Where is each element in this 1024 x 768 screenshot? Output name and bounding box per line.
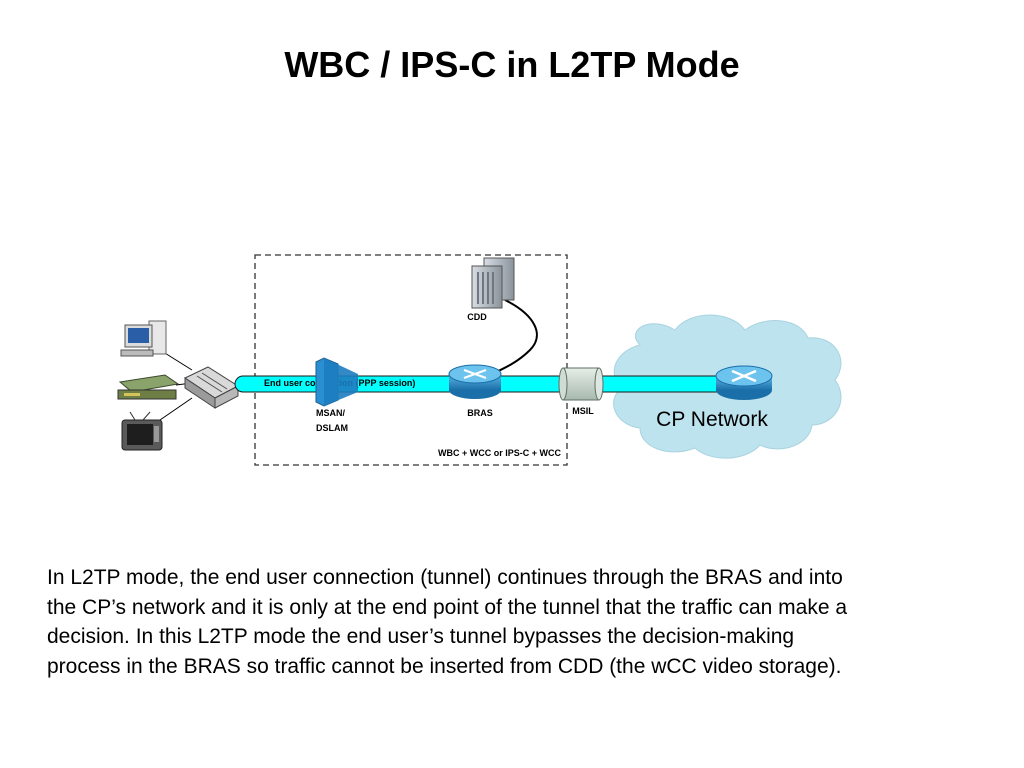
- msil-label: MSIL: [572, 406, 594, 416]
- service-boundary-box: [254, 254, 568, 466]
- bras-router-icon: [448, 364, 502, 399]
- cp-network-label: CP Network: [656, 408, 768, 431]
- description-paragraph: In L2TP mode, the end user connection (t…: [47, 563, 1024, 681]
- description-line-1: In L2TP mode, the end user connection (t…: [47, 566, 843, 589]
- msan-label-line2: DSLAM: [316, 423, 348, 433]
- bras-label: BRAS: [467, 408, 493, 418]
- description-line-3: decision. In this L2TP mode the end user…: [47, 625, 795, 648]
- description-line-4: process in the BRAS so traffic cannot be…: [47, 654, 842, 678]
- msil-connector-icon: [558, 367, 604, 401]
- cdd-bras-link: [489, 299, 538, 376]
- modem-icon: [183, 366, 240, 409]
- computer-icon: [120, 320, 167, 357]
- cdd-label: CDD: [467, 312, 487, 322]
- page-title: WBC / IPS-C in L2TP Mode: [284, 44, 740, 85]
- service-boundary-label: WBC + WCC or IPS-C + WCC: [438, 448, 561, 458]
- msan-label-line1: MSAN/: [316, 408, 345, 418]
- set-top-box-icon: [117, 374, 180, 400]
- cp-router-icon: [715, 365, 773, 400]
- cdd-server-icon: [471, 257, 515, 309]
- tv-link: [159, 397, 193, 421]
- tv-icon: [121, 411, 163, 451]
- msan-dslam-icon: [315, 357, 358, 407]
- description-line-2: the CP’s network and it is only at the e…: [47, 595, 848, 619]
